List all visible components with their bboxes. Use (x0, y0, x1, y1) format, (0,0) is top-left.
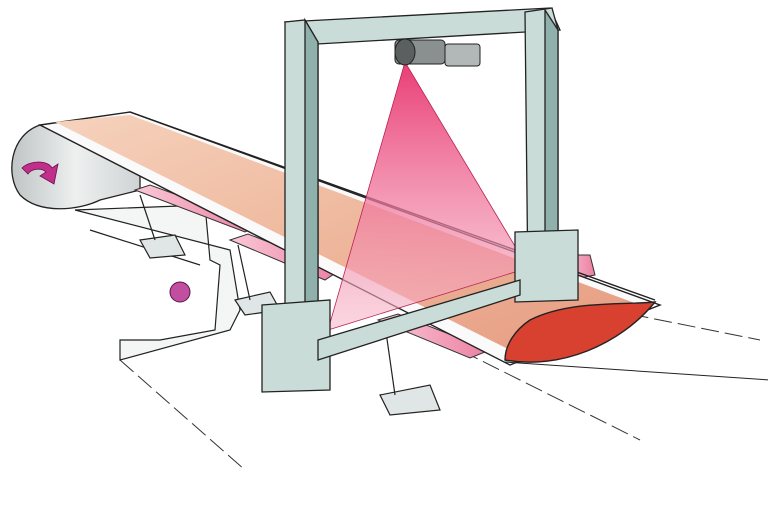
laser-beam (327, 61, 529, 331)
scanner-gantry (261, 7, 579, 393)
belt-cross-section (504, 301, 657, 363)
top-beam (283, 7, 561, 46)
cross-beam (317, 279, 521, 361)
left-base (261, 299, 331, 393)
support-frame (74, 204, 241, 361)
laser-camera-unit (394, 38, 481, 67)
right-base (514, 229, 579, 303)
drive-pulley (169, 281, 191, 303)
rotation-arrow-icon (21, 161, 59, 185)
